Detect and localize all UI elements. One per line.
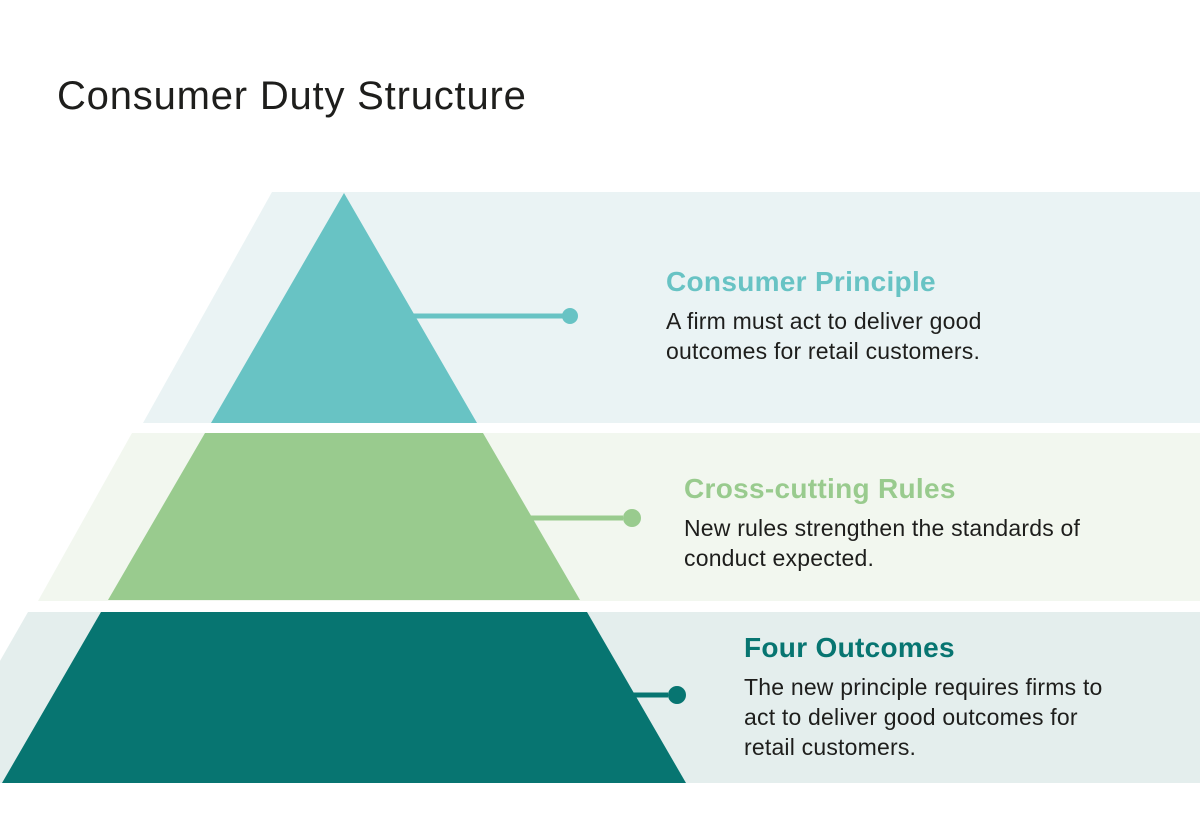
tier1-connector-dot bbox=[562, 308, 578, 324]
tier2-body-line: New rules strengthen the standards of bbox=[684, 515, 1081, 541]
tier1-body-line: outcomes for retail customers. bbox=[666, 338, 981, 364]
tier1-heading: Consumer Principle bbox=[666, 266, 936, 297]
tier2-label-block: Cross-cutting Rules New rules strengthen… bbox=[684, 473, 1080, 573]
tier3-body-line: act to deliver good outcomes for bbox=[744, 704, 1078, 730]
tier1-body-line: A firm must act to deliver good bbox=[666, 308, 982, 334]
pyramid-tier2-trapezoid bbox=[108, 433, 580, 600]
tier3-connector-dot bbox=[668, 686, 686, 704]
tier1-label-block: Consumer Principle A firm must act to de… bbox=[666, 266, 982, 366]
tier2-body-line: conduct expected. bbox=[684, 545, 875, 571]
tier2-heading: Cross-cutting Rules bbox=[684, 473, 956, 504]
tier3-body-line: The new principle requires firms to bbox=[744, 674, 1103, 700]
tier2-connector-dot bbox=[623, 509, 641, 527]
tier3-heading: Four Outcomes bbox=[744, 632, 955, 663]
page-title: Consumer Duty Structure bbox=[57, 74, 527, 118]
pyramid-tier1-triangle bbox=[211, 193, 477, 423]
tier3-body-line: retail customers. bbox=[744, 734, 917, 760]
pyramid-tier3-trapezoid bbox=[2, 612, 686, 783]
tier3-label-block: Four Outcomes The new principle requires… bbox=[744, 632, 1103, 762]
